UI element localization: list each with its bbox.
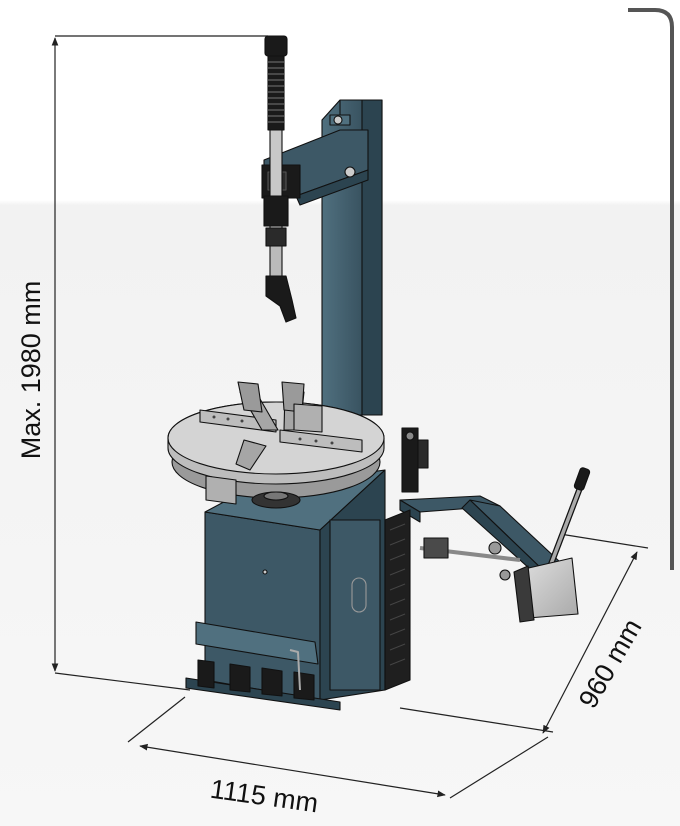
machine [167,35,591,711]
bead-breaker-arm [399,495,561,581]
width-dimension [127,696,549,799]
base-and-pedals [185,649,341,711]
side-bracket [628,8,674,570]
clamp-jaws [199,381,363,505]
air-regulator [401,427,429,493]
depth-label: 960 mm [573,614,648,713]
tool-shaft [263,35,297,323]
depth-dimension [399,533,649,734]
cabinet [195,469,411,701]
height-dimension [51,35,268,691]
bead-breaker-lever [513,467,591,623]
width-label: 1115 mm [208,774,320,819]
height-label: Max. 1980 mm [16,281,46,460]
